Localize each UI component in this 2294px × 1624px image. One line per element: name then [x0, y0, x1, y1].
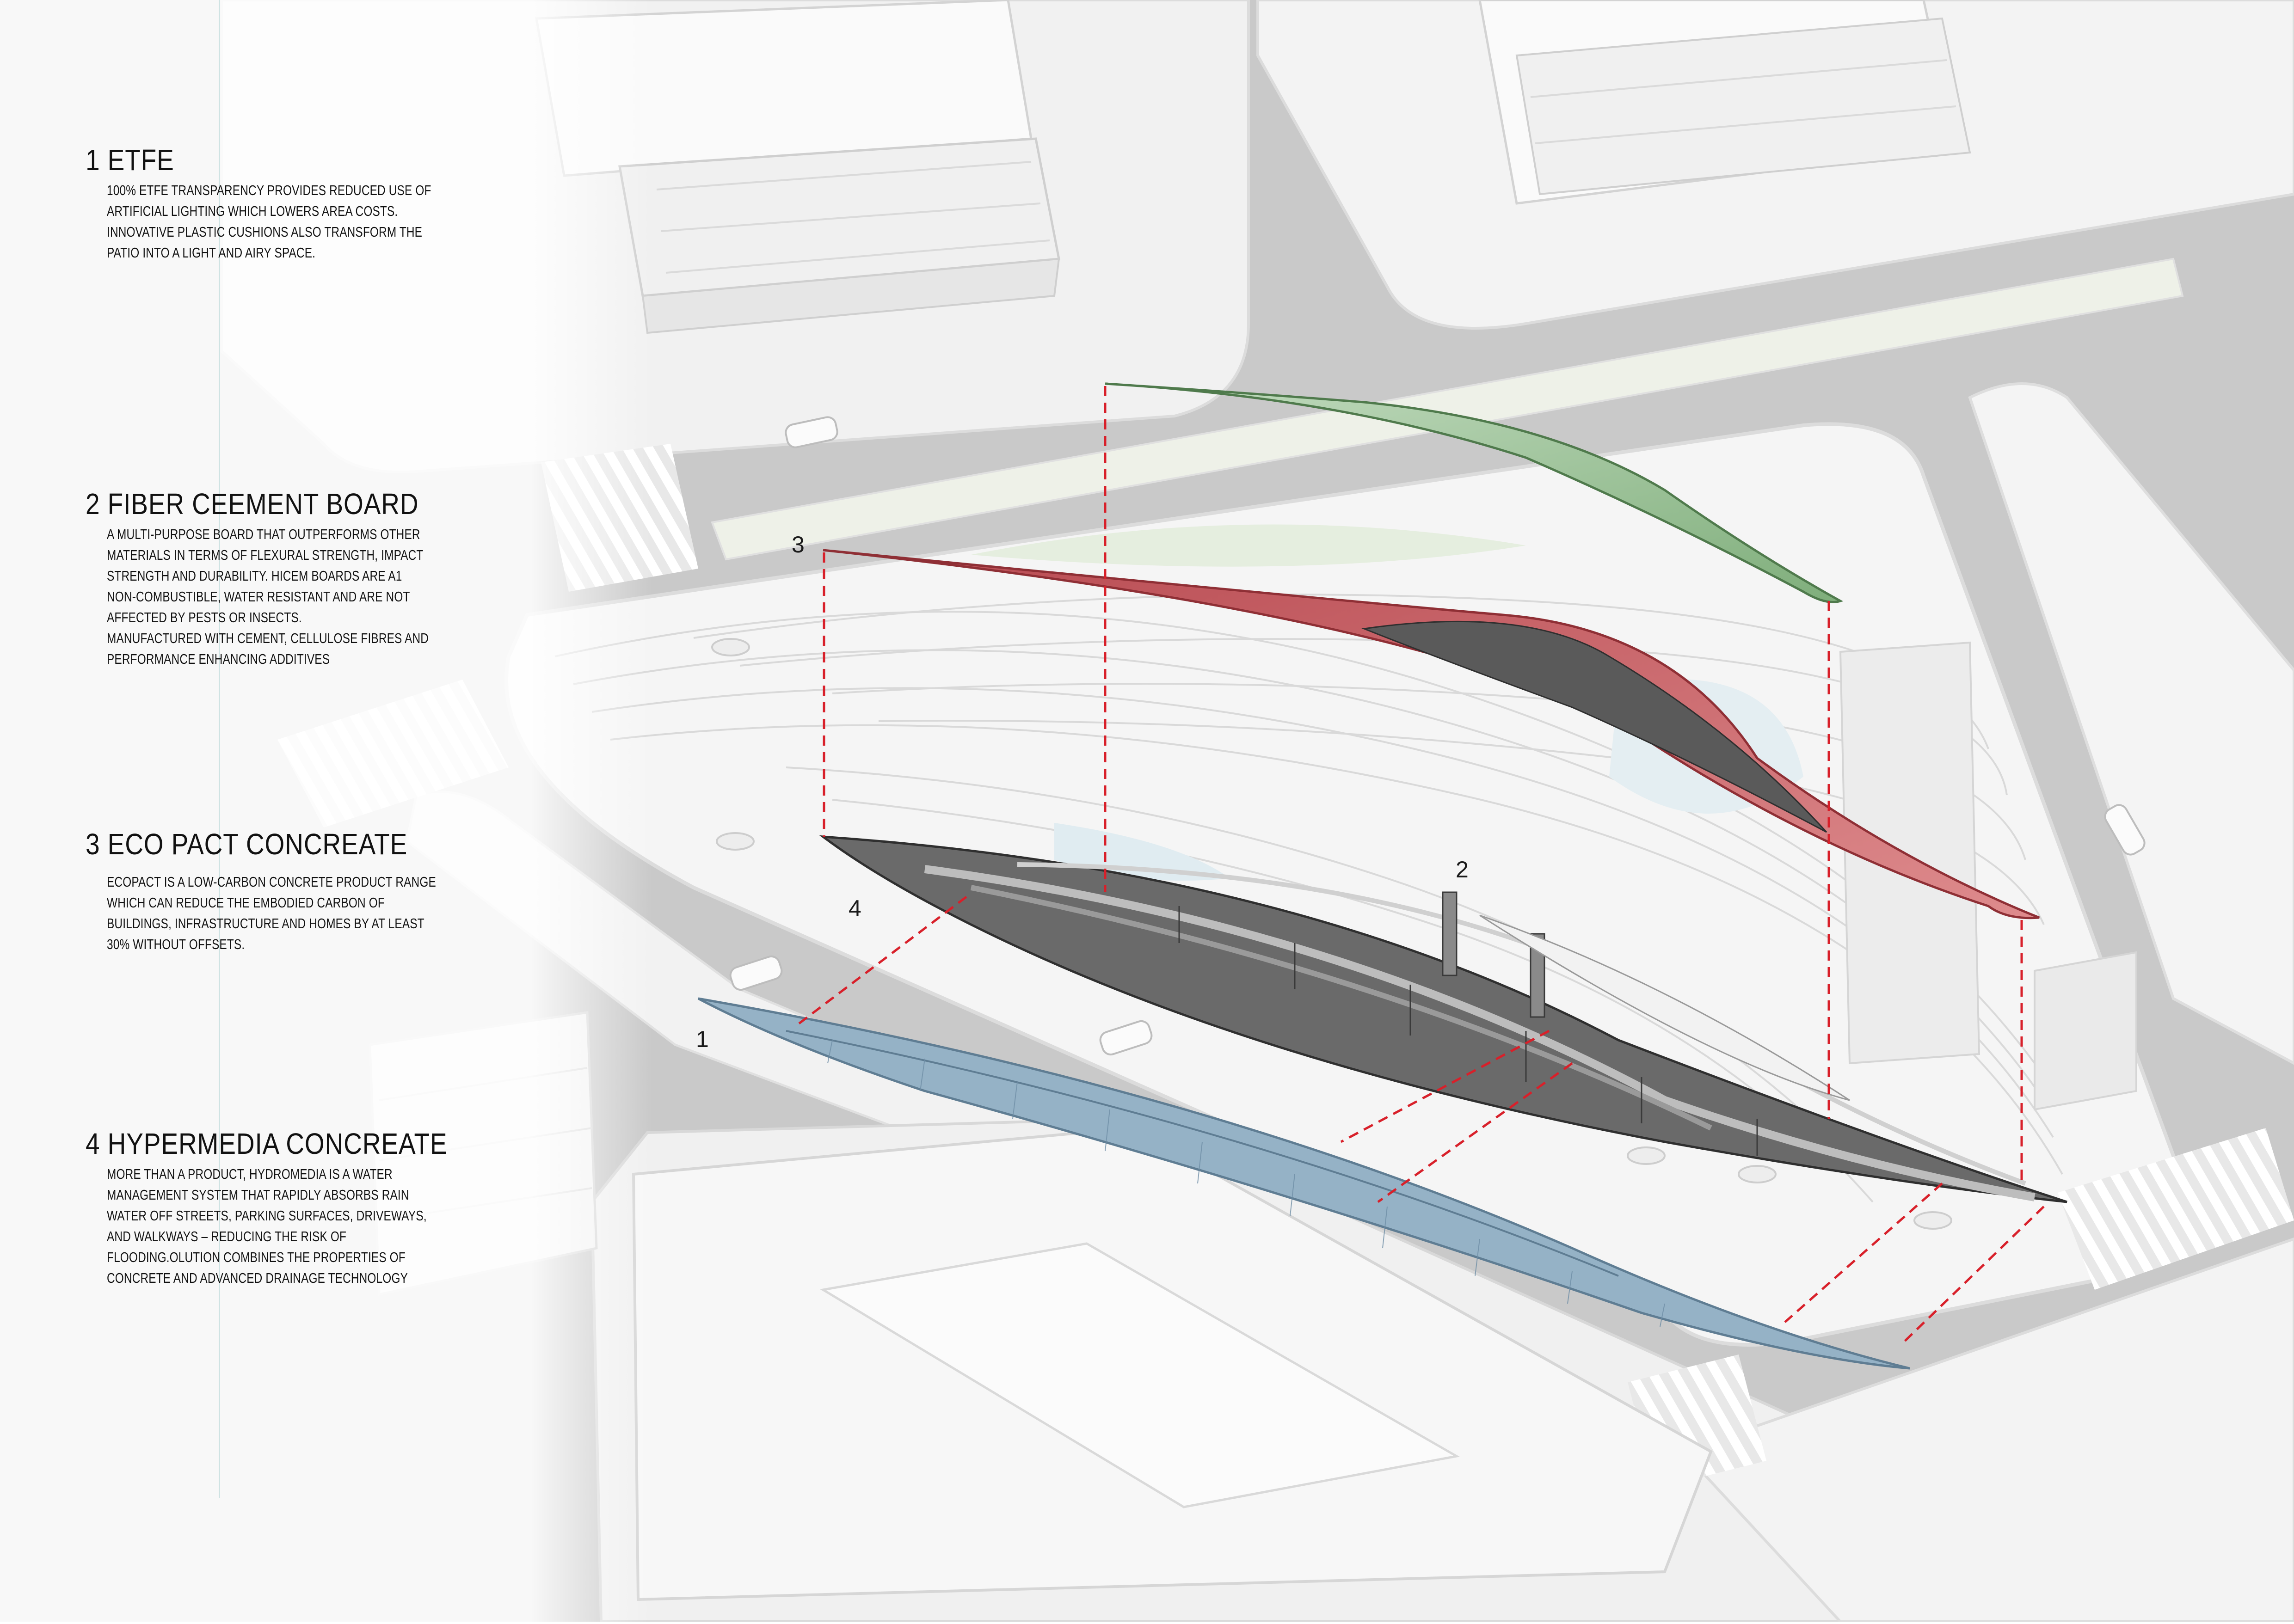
diagram-label-4: 4	[849, 895, 861, 921]
planter-icon	[711, 638, 1952, 1230]
material-description: A MULTI-PURPOSE BOARD THAT OUTPERFORMS O…	[107, 527, 429, 667]
material-fiber-cement-board: 2 FIBER CEEMENT BOARD A MULTI-PURPOSE BO…	[86, 486, 571, 670]
car-icon	[729, 416, 2146, 1056]
eco-pact-concrete-layer	[819, 835, 2067, 1203]
building-northeast	[1478, 0, 1971, 205]
margin-rule	[219, 0, 220, 1498]
material-description: 100% ETFE TRANSPARENCY PROVIDES REDUCED …	[107, 183, 431, 261]
fiber-cement-board-layer	[823, 549, 2040, 919]
diagram-label-2: 2	[1456, 857, 1469, 882]
text-panel-backdrop	[0, 0, 532, 1622]
city-block-southeast	[1680, 1237, 2294, 1623]
text-panel-fade	[532, 0, 652, 1622]
diagram-label-3: 3	[792, 532, 805, 558]
material-etfe: 1 ETFE 100% ETFE TRANSPARENCY PROVIDES R…	[86, 142, 571, 264]
material-title: 2 FIBER CEEMENT BOARD	[86, 487, 419, 521]
building-northwest	[535, 0, 1060, 334]
leader-line	[794, 896, 967, 1027]
glass-wall	[2034, 951, 2137, 1111]
street-stripe	[711, 257, 2184, 561]
material-eco-pact-concrete: 3 ECO PACT CONCREATE ECOPACT IS A LOW-CA…	[86, 827, 571, 955]
hydromedia-concrete-layer	[697, 997, 1910, 1370]
material-title: 4 HYPERMEDIA CONCREATE	[86, 1127, 448, 1160]
etfe-layer	[1105, 382, 1844, 603]
leader-line	[1784, 1183, 1943, 1323]
material-title: 1 ETFE	[86, 143, 174, 177]
green-patch	[971, 524, 1526, 567]
leader-line	[1340, 1030, 1550, 1143]
material-description: ECOPACT IS A LOW-CARBON CONCRETE PRODUCT…	[107, 874, 436, 952]
material-hypermedia-concrete: 4 HYPERMEDIA CONCREATE MORE THAN A PRODU…	[86, 1126, 571, 1289]
glass-wall	[1839, 641, 1980, 1065]
material-title: 3 ECO PACT CONCREATE	[86, 827, 408, 861]
leader-line	[1377, 1062, 1573, 1203]
material-description: MORE THAN A PRODUCT, HYDROMEDIA IS A WAT…	[107, 1166, 427, 1286]
diagram-label-1: 1	[696, 1026, 709, 1052]
city-block-east	[1968, 382, 2294, 1065]
crosswalk	[2058, 1128, 2294, 1290]
leader-lines	[794, 386, 2045, 1346]
